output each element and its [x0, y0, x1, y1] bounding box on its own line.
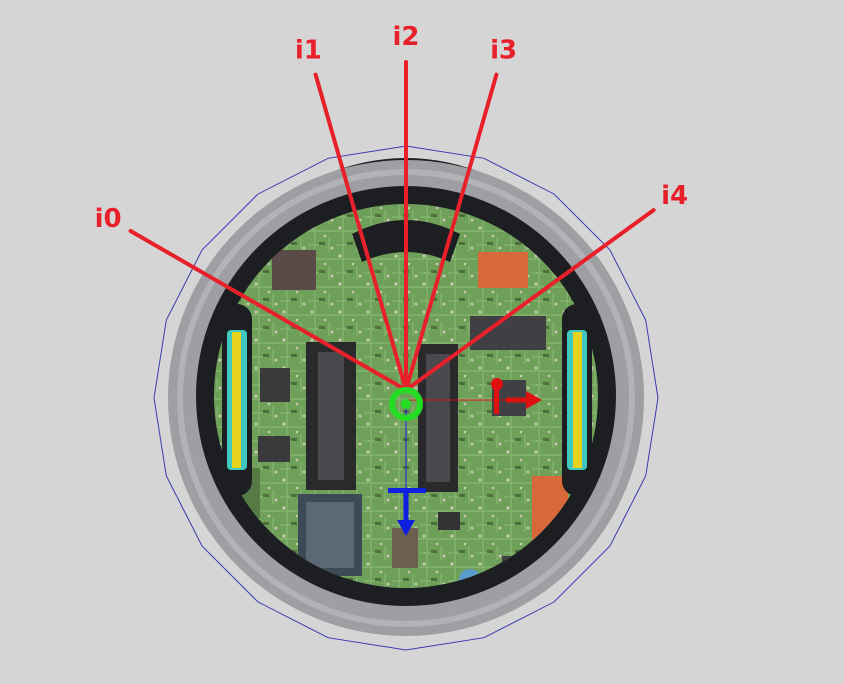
ray-label-i2: i2	[392, 22, 419, 52]
ray-label-i3: i3	[490, 36, 517, 66]
chip-left-a	[260, 368, 290, 402]
chip-top-left	[272, 250, 316, 290]
left-wheel	[222, 304, 252, 496]
slot-connector-left-inner	[318, 352, 344, 480]
module-bottom-left-face	[306, 502, 354, 568]
chip-left-b	[258, 436, 290, 462]
connector-top-right	[478, 252, 528, 288]
ray-label-i0: i0	[95, 204, 122, 234]
right-wheel	[562, 304, 592, 496]
ray-label-i1: i1	[295, 36, 322, 66]
chip-bottom-mid	[438, 512, 460, 530]
ray-label-i4: i4	[661, 181, 688, 211]
